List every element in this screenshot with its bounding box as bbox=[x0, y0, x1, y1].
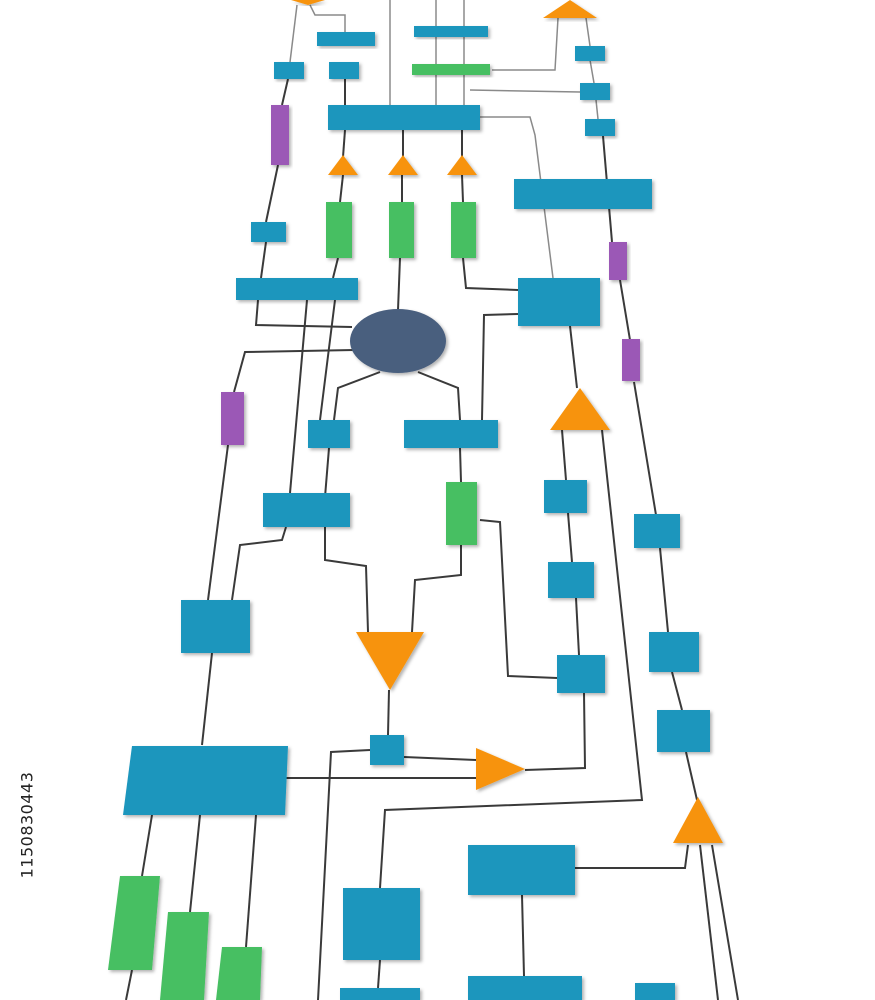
green-block bbox=[446, 482, 477, 545]
triangle-up bbox=[388, 155, 418, 175]
process-boxes bbox=[123, 26, 710, 1000]
green-block bbox=[326, 202, 352, 258]
process-box bbox=[328, 105, 480, 130]
triangle-up bbox=[291, 0, 325, 5]
process-box bbox=[635, 983, 675, 1000]
process-box bbox=[308, 420, 350, 448]
process-box bbox=[340, 988, 420, 1000]
green-block bbox=[412, 64, 490, 75]
process-box bbox=[263, 493, 350, 527]
connector-lines bbox=[125, 0, 739, 1000]
process-box bbox=[575, 46, 605, 61]
process-box bbox=[585, 119, 615, 136]
process-box bbox=[414, 26, 488, 37]
process-box bbox=[274, 62, 304, 79]
process-box bbox=[329, 62, 359, 79]
green-block bbox=[389, 202, 414, 258]
process-box bbox=[514, 179, 652, 209]
process-box bbox=[548, 562, 594, 598]
purple-blocks bbox=[221, 105, 640, 445]
green-block bbox=[160, 912, 209, 1000]
green-block bbox=[108, 876, 160, 970]
stock-image-id: 1150830443 bbox=[12, 755, 42, 895]
triangle-up bbox=[673, 797, 723, 843]
triangle-right bbox=[476, 748, 525, 790]
process-box bbox=[544, 480, 587, 513]
purple-block-4 bbox=[221, 392, 244, 445]
process-box-large bbox=[123, 746, 288, 815]
process-box bbox=[557, 655, 605, 693]
process-box bbox=[404, 420, 498, 448]
purple-block-2 bbox=[609, 242, 627, 280]
process-box bbox=[370, 735, 404, 765]
triangle-up bbox=[447, 155, 477, 175]
triangle-up bbox=[550, 388, 610, 430]
process-box bbox=[518, 278, 600, 326]
process-box bbox=[236, 278, 358, 300]
process-box bbox=[343, 888, 420, 960]
process-box bbox=[468, 845, 575, 895]
purple-block-3 bbox=[622, 339, 640, 381]
process-box bbox=[317, 32, 375, 46]
process-box bbox=[181, 600, 250, 653]
orange-triangles bbox=[291, 0, 723, 843]
triangle-up bbox=[328, 155, 358, 175]
green-block bbox=[216, 947, 262, 1000]
process-box bbox=[468, 976, 582, 1000]
process-box bbox=[251, 222, 286, 242]
triangle-up bbox=[543, 0, 597, 18]
green-blocks bbox=[108, 64, 490, 1000]
stock-image-id-text: 1150830443 bbox=[17, 771, 37, 879]
triangle-down bbox=[356, 632, 424, 690]
purple-block-1 bbox=[271, 105, 289, 165]
decision-ellipse bbox=[350, 309, 446, 373]
process-box bbox=[580, 83, 610, 100]
process-box bbox=[634, 514, 680, 548]
process-box bbox=[657, 710, 710, 752]
green-block bbox=[451, 202, 476, 258]
process-box bbox=[649, 632, 699, 672]
